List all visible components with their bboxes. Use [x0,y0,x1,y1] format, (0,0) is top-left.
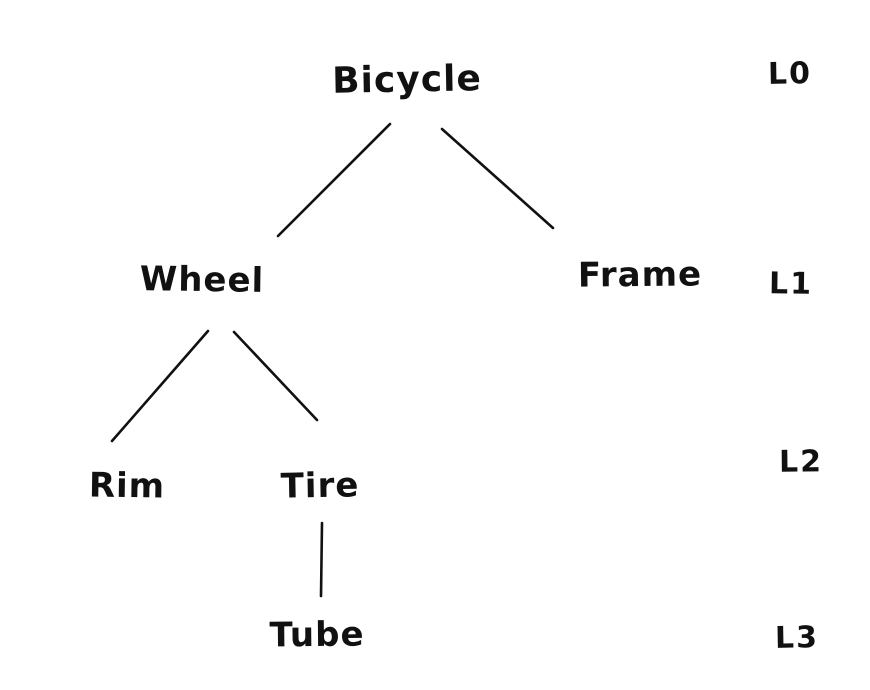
level-label-l2: L2 [778,444,824,480]
node-bicycle: Bicycle [331,58,483,102]
node-tube: Tube [269,614,365,656]
edge-bicycle-wheel [276,122,392,238]
node-frame: Frame [577,254,703,296]
edge-wheel-rim [110,329,210,443]
node-tire: Tire [280,465,360,507]
level-label-l3: L3 [774,620,820,656]
edge-tire-tube [319,521,324,598]
node-rim: Rim [88,465,166,507]
level-label-l1: L1 [768,266,814,302]
edge-wheel-tire [232,330,319,422]
edge-bicycle-frame [440,127,555,230]
level-label-l0: L0 [767,56,813,92]
node-wheel: Wheel [139,259,265,301]
